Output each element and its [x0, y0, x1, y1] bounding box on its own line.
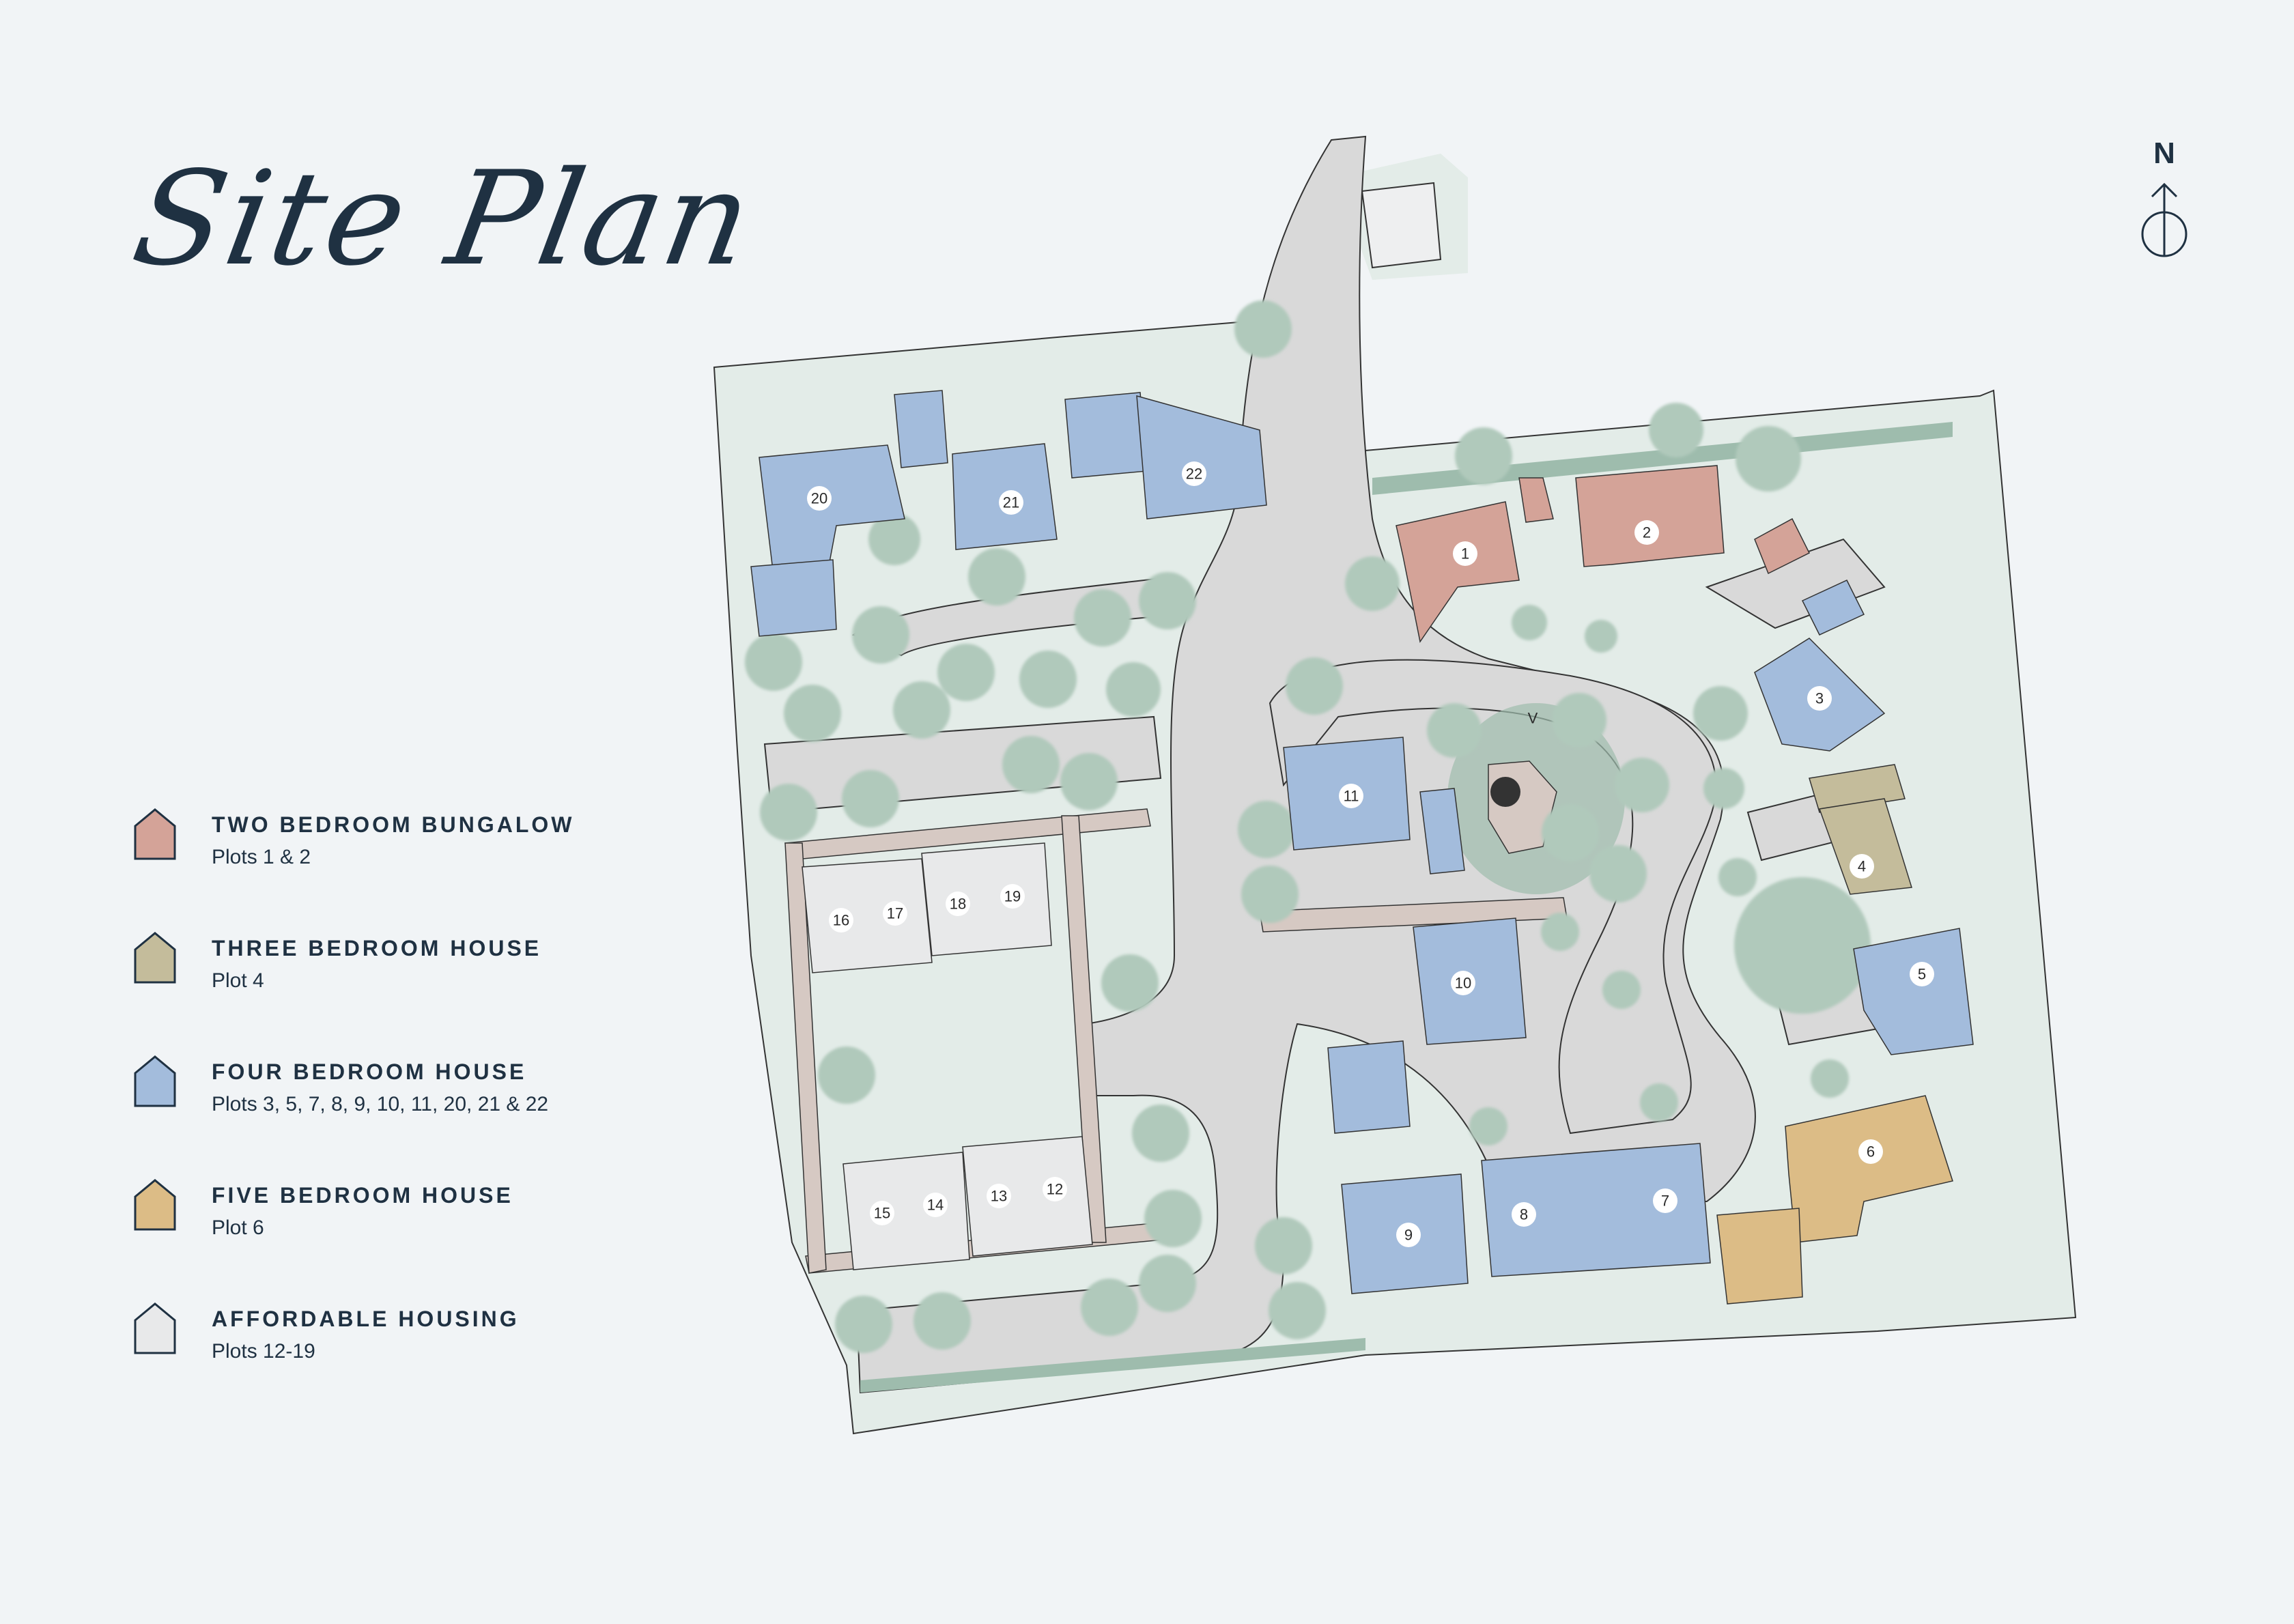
plot-marker-3[interactable]: 3 [1807, 686, 1832, 711]
svg-text:21: 21 [1003, 494, 1019, 511]
plot-marker-10[interactable]: 10 [1451, 971, 1475, 995]
svg-text:22: 22 [1186, 466, 1202, 483]
svg-text:13: 13 [991, 1188, 1007, 1205]
plot-marker-11[interactable]: 11 [1339, 784, 1363, 808]
legend-title: TWO BEDROOM BUNGALOW [212, 812, 575, 837]
legend-plots: Plots 1 & 2 [212, 846, 311, 868]
plot-marker-20[interactable]: 20 [807, 486, 832, 511]
svg-text:7: 7 [1661, 1193, 1669, 1210]
plot-marker-5[interactable]: 5 [1910, 962, 1934, 986]
plot-marker-9[interactable]: 9 [1396, 1223, 1421, 1247]
house-icon-five-bed [134, 1179, 176, 1231]
svg-text:3: 3 [1815, 690, 1824, 707]
visitor-parking-label: V [1528, 710, 1538, 727]
svg-text:16: 16 [833, 912, 849, 929]
trees [745, 300, 1871, 1353]
legend-title: THREE BEDROOM HOUSE [212, 936, 542, 960]
svg-text:9: 9 [1404, 1227, 1413, 1244]
house-icon-bungalow [134, 808, 176, 860]
plot-marker-16[interactable]: 16 [829, 908, 853, 932]
svg-text:5: 5 [1918, 966, 1926, 983]
plot-marker-22[interactable]: 22 [1182, 461, 1206, 486]
svg-text:20: 20 [811, 490, 827, 507]
svg-text:12: 12 [1047, 1181, 1063, 1198]
svg-text:8: 8 [1520, 1206, 1528, 1223]
plot-marker-14[interactable]: 14 [923, 1193, 948, 1217]
plot-marker-13[interactable]: 13 [987, 1184, 1011, 1208]
plot-marker-21[interactable]: 21 [999, 490, 1023, 515]
buildings [750, 390, 1974, 1305]
house-icon-affordable [134, 1302, 176, 1354]
svg-text:4: 4 [1858, 858, 1866, 875]
svg-text:19: 19 [1004, 888, 1021, 905]
plot-marker-4[interactable]: 4 [1850, 854, 1874, 879]
legend-plots: Plots 3, 5, 7, 8, 9, 10, 11, 20, 21 & 22 [212, 1093, 549, 1115]
plot-marker-19[interactable]: 19 [1000, 884, 1025, 909]
plot-marker-7[interactable]: 7 [1653, 1188, 1677, 1213]
plot-marker-15[interactable]: 15 [870, 1201, 894, 1225]
svg-text:14: 14 [927, 1197, 944, 1214]
legend-title: FOUR BEDROOM HOUSE [212, 1059, 527, 1084]
svg-text:10: 10 [1455, 975, 1471, 992]
plot-marker-6[interactable]: 6 [1858, 1139, 1883, 1164]
plot-marker-12[interactable]: 12 [1043, 1177, 1067, 1201]
house-icon-three-bed [134, 932, 176, 984]
hedges [860, 422, 1953, 1393]
legend-plots: Plot 6 [212, 1216, 264, 1239]
svg-text:15: 15 [874, 1205, 890, 1222]
north-compass: N [2137, 137, 2192, 266]
svg-text:18: 18 [950, 896, 966, 913]
legend-title: AFFORDABLE HOUSING [212, 1307, 520, 1331]
legend-plots: Plot 4 [212, 969, 264, 992]
svg-text:1: 1 [1461, 545, 1469, 562]
svg-text:2: 2 [1643, 524, 1651, 541]
plot-labels: 1 2 3 4 5 6 7 8 9 10 11 12 13 14 15 16 1… [807, 461, 1934, 1247]
plot-marker-17[interactable]: 17 [883, 901, 907, 926]
plot-marker-8[interactable]: 8 [1512, 1202, 1536, 1227]
svg-text:17: 17 [887, 905, 903, 922]
legend-title: FIVE BEDROOM HOUSE [212, 1183, 513, 1208]
north-label: N [2153, 137, 2175, 170]
legend-plots: Plots 12-19 [212, 1340, 315, 1363]
north-arrow-icon [2141, 182, 2187, 257]
plot-marker-18[interactable]: 18 [946, 892, 970, 916]
plot-marker-2[interactable]: 2 [1634, 520, 1659, 545]
plot-marker-1[interactable]: 1 [1453, 541, 1477, 566]
gazebo-icon [1490, 777, 1520, 807]
svg-text:11: 11 [1344, 788, 1359, 805]
svg-text:6: 6 [1867, 1143, 1875, 1160]
house-icon-four-bed [134, 1055, 176, 1107]
page-title: Site Plan [123, 143, 765, 294]
